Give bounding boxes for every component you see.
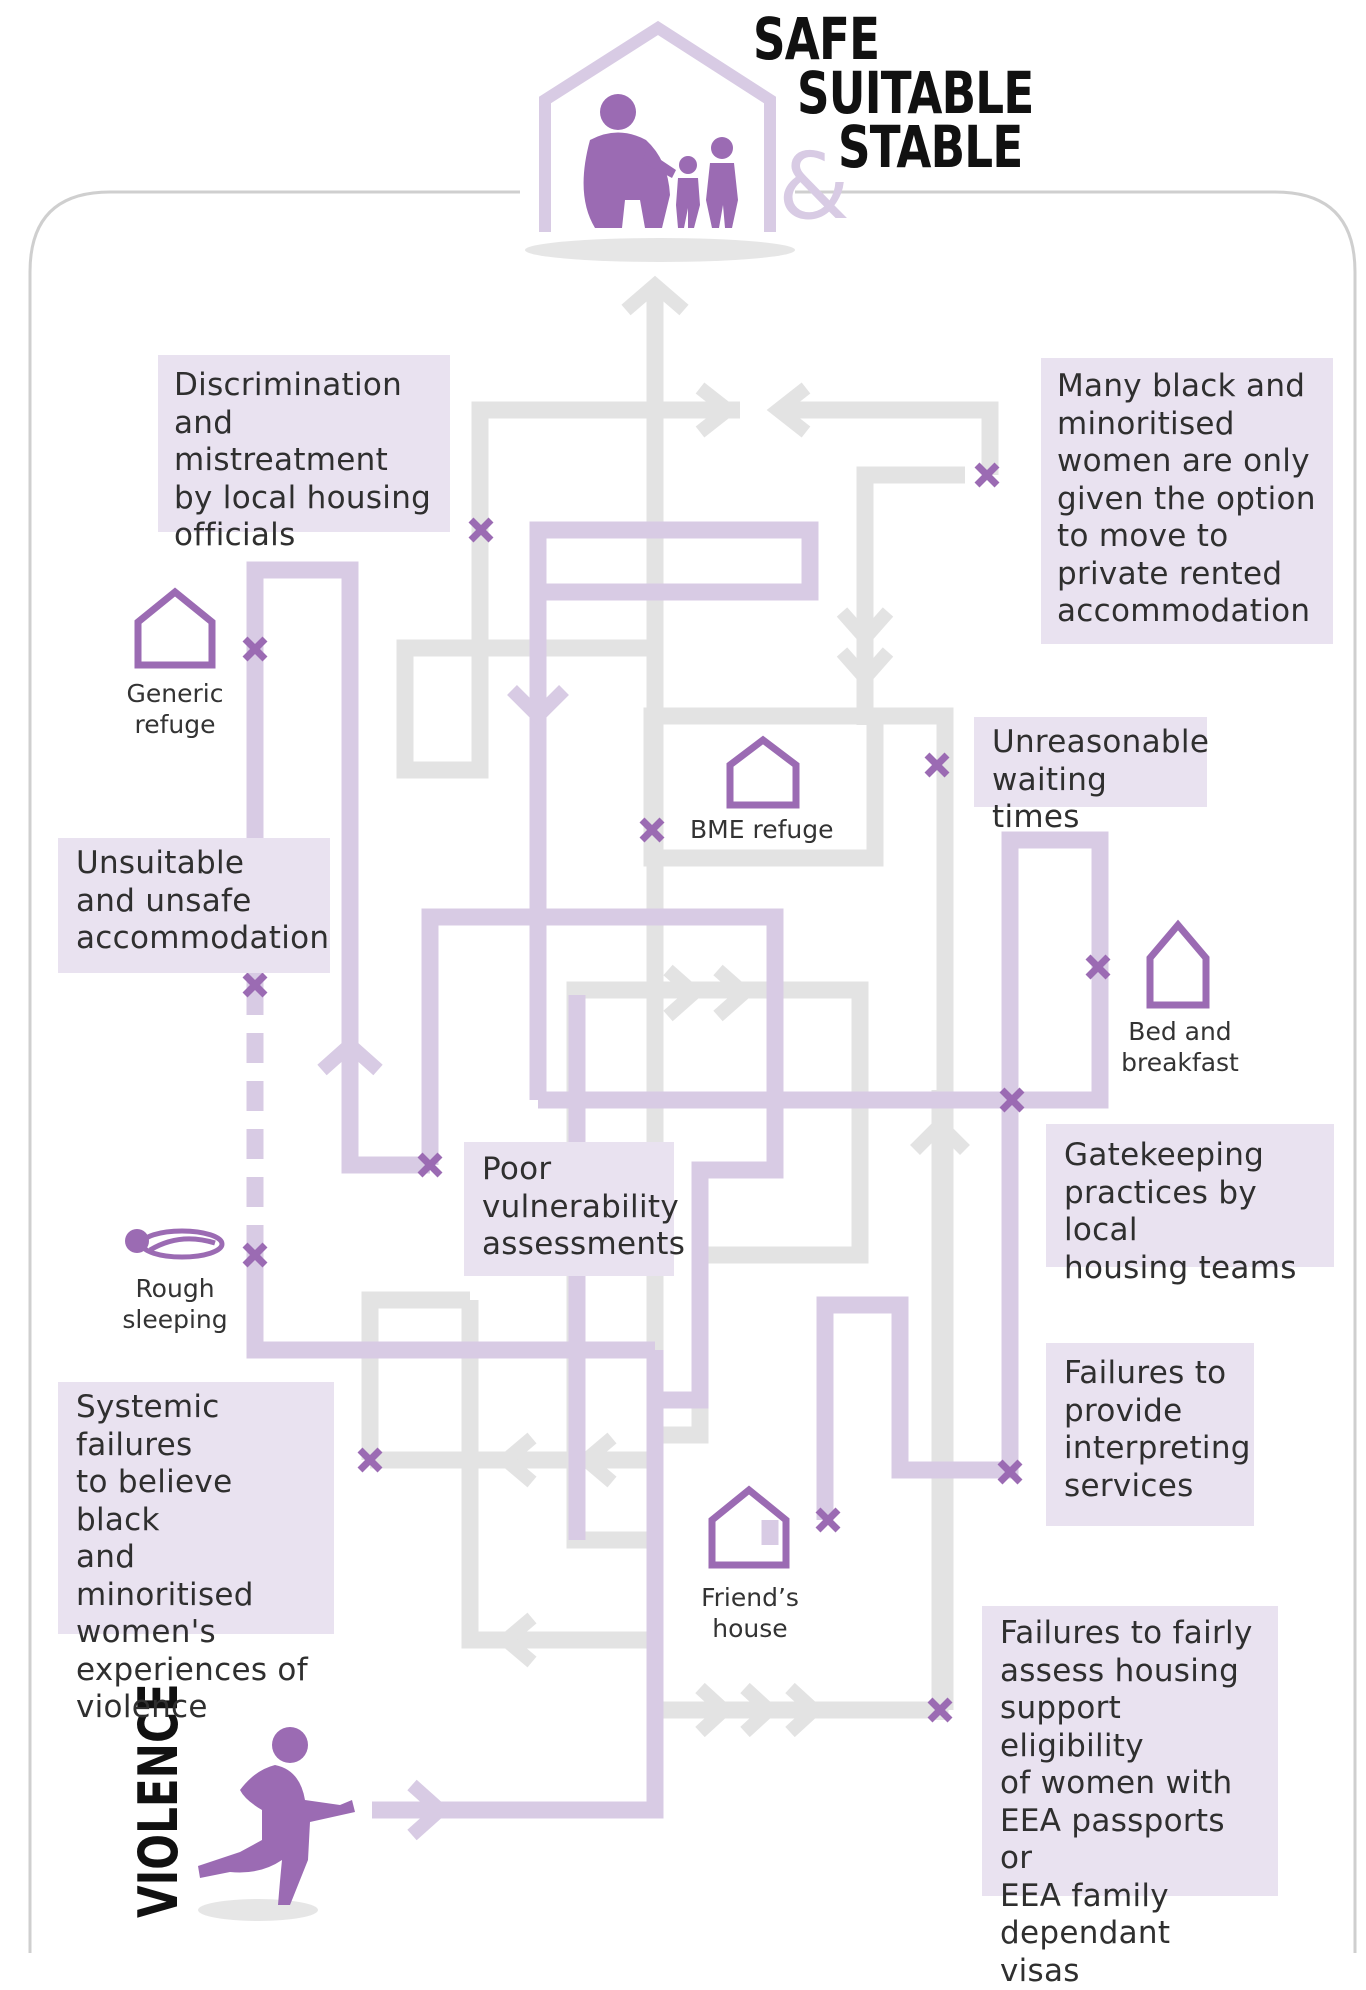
x-marker (974, 462, 1000, 488)
grey-arrowheads (495, 275, 970, 1738)
x-marker (468, 517, 494, 543)
x-markers (242, 462, 1111, 1723)
purple-arrowheads (317, 685, 569, 1841)
x-marker (999, 1087, 1025, 1113)
barrier-discrimination: Discrimination and mistreatment by local… (158, 355, 450, 553)
x-marker (997, 1459, 1023, 1485)
barrier-eea: Failures to fairly assess housing suppor… (982, 1606, 1278, 1989)
bme-refuge-house-icon (726, 735, 800, 809)
x-marker (242, 636, 268, 662)
bed-breakfast-label: Bed and breakfast (1121, 1017, 1239, 1077)
barrier-unsuitable: Unsuitable and unsafe accommodation (58, 838, 330, 973)
rough-sleeping-label: Rough sleeping (122, 1274, 228, 1334)
bed-breakfast-house-icon (1146, 919, 1210, 1009)
x-marker (242, 1242, 268, 1268)
house-icons (134, 587, 1210, 1569)
bme-refuge-label: BME refuge (690, 815, 834, 844)
x-marker (242, 972, 268, 998)
title-safe: SAFE (753, 5, 880, 73)
friends-house-icon (708, 1485, 790, 1569)
x-marker (639, 817, 665, 843)
barrier-interpreting: Failures to provide interpreting service… (1046, 1343, 1254, 1526)
rough-sleeping-icon (125, 1228, 225, 1260)
outer-border (28, 190, 520, 1953)
x-marker (815, 1507, 841, 1533)
barrier-gatekeeping: Gatekeeping practices by local housing t… (1046, 1124, 1334, 1286)
x-marker (924, 752, 950, 778)
friends-house-label: Friend’s house (701, 1583, 799, 1643)
barrier-vulnerability: Poor vulnerability assessments (464, 1142, 685, 1276)
generic-refuge-label: Generic refuge (126, 679, 224, 739)
title-suitable: SUITABLE (797, 59, 1034, 127)
title-stable: STABLE (838, 113, 1023, 181)
outer-border-right (795, 190, 1357, 1953)
x-marker (357, 1447, 383, 1473)
x-marker (1085, 954, 1111, 980)
home-family-icon: & (525, 20, 850, 262)
running-figure-icon (198, 1727, 355, 1921)
barrier-private-rented: Many black and minoritised women are onl… (1041, 358, 1333, 644)
x-marker (927, 1697, 953, 1723)
barrier-waiting-times: Unreasonable waiting times (974, 717, 1209, 835)
ampersand-glyph: & (778, 133, 850, 240)
generic-refuge-house-icon (134, 587, 216, 669)
dashed-paths (246, 595, 1010, 1255)
x-marker (417, 1152, 443, 1178)
barrier-systemic: Systemic failures to believe black and m… (58, 1382, 334, 1725)
